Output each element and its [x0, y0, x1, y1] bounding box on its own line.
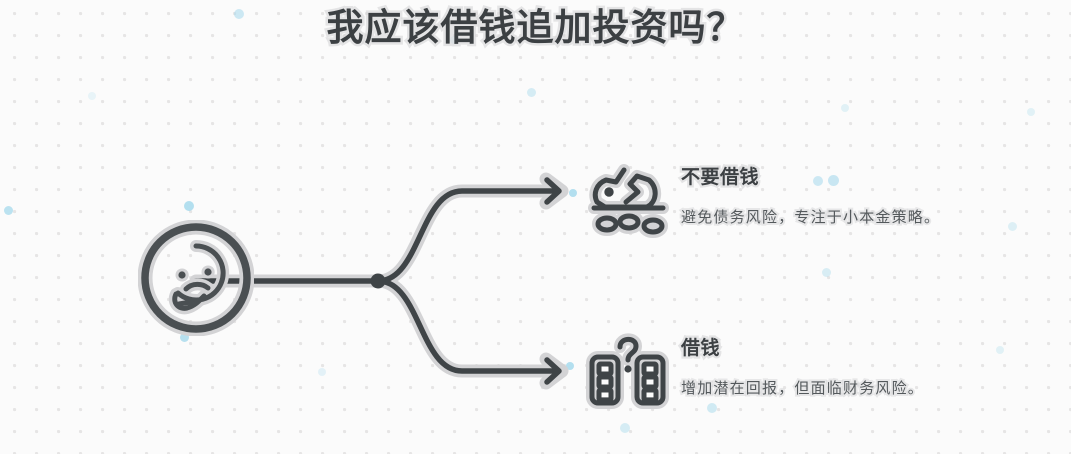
thinking-face-icon [137, 219, 255, 337]
branch-no-borrow-heading: 不要借钱 [679, 165, 761, 191]
branch-borrow-text: 借钱 增加潜在回报，但面临财务风险。 [679, 336, 1011, 399]
broken-piggy-bank-icon [588, 164, 669, 238]
branch-no-borrow-description: 避免债务风险，专注于小本金策略。 [679, 208, 941, 228]
cash-stacks-question-icon [586, 333, 669, 409]
branch-borrow-heading: 借钱 [679, 336, 722, 362]
branch-bottom-line [375, 278, 559, 374]
page-title: 我应该借钱追加投资吗？ [324, 6, 746, 52]
arrowhead-top [544, 177, 562, 205]
branch-borrow-description: 增加潜在回报，但面临财务风险。 [679, 379, 925, 399]
root-node[interactable] [137, 219, 255, 337]
branch-top-line [375, 188, 559, 284]
arrowhead-bottom [544, 357, 562, 385]
branch-no-borrow-text: 不要借钱 避免债务风险，专注于小本金策略。 [679, 165, 1011, 228]
branch-junction-dot [370, 273, 386, 289]
